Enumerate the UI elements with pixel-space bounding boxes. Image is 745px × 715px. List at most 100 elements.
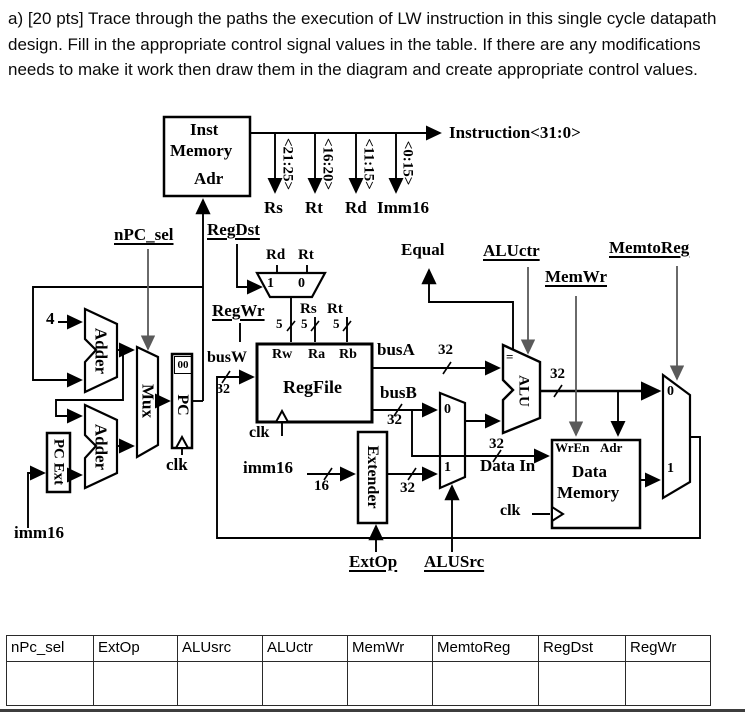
regdst-mux-shape — [255, 271, 327, 299]
extender-width-32: 32 — [400, 480, 415, 496]
regdst-mux-rd-label: Rd — [266, 247, 286, 263]
regdst-mux-rt-label: Rt — [298, 247, 314, 263]
datain-width-32: 32 — [489, 436, 504, 452]
alu-title: ALU — [515, 375, 532, 407]
value-cell-regdst — [538, 661, 626, 706]
question-text: a) [20 pts] Trace through the paths the … — [8, 9, 717, 79]
field-imm16-label: Imm16 — [377, 198, 429, 217]
col-regwr: RegWr — [625, 635, 711, 662]
datamem-clk-label: clk — [500, 502, 521, 519]
regdst-mux-in0: 0 — [298, 276, 305, 291]
regfile-rb-port: Rb — [339, 347, 357, 362]
inst-memory-box — [162, 115, 252, 198]
regfile-title: RegFile — [283, 377, 342, 397]
regdst-mux-in1: 1 — [267, 276, 274, 291]
equal-signal: Equal — [401, 240, 445, 259]
npc-mux-shape — [135, 345, 160, 459]
regfile-ra-port: Ra — [308, 347, 326, 362]
value-cell-npc-sel — [6, 661, 94, 706]
imm16-width-16: 16 — [314, 478, 329, 494]
value-cell-regwr — [625, 661, 711, 706]
col-memtoreg: MemtoReg — [432, 635, 539, 662]
value-cell-aluctr — [262, 661, 348, 706]
alu-shape — [501, 343, 542, 435]
memtoreg-signal: MemtoReg — [609, 238, 690, 257]
datamem-wren-port: WrEn — [555, 440, 590, 455]
extender-box — [356, 430, 389, 525]
memtoreg-mux-shape — [661, 372, 692, 500]
datamem-clock-triangle — [551, 505, 565, 523]
regfile-box — [255, 342, 374, 424]
memwr-signal: MemWr — [545, 267, 607, 286]
pc-ext-box — [45, 431, 72, 494]
regdst-signal: RegDst — [207, 220, 260, 239]
field-bits-16-20: <16:20> — [319, 137, 336, 191]
pc-adder-1-shape — [83, 307, 119, 394]
col-npc-sel: nPc_sel — [6, 635, 94, 662]
regfile-rs-wire-label: Rs — [300, 301, 317, 317]
npc-sel-signal: nPC_sel — [114, 225, 174, 244]
busw-label: busW — [207, 349, 248, 366]
inst-memory-label-1: Inst — [190, 120, 219, 139]
control-signal-table: nPc_sel ExtOp ALUsrc ALUctr MemWr MemtoR… — [6, 635, 711, 706]
alusrc-signal: ALUSrc — [424, 552, 485, 571]
inst-memory-adr-port: Adr — [194, 169, 224, 188]
value-cell-extop — [93, 661, 178, 706]
datamem-title-1: Data — [572, 462, 607, 481]
value-cell-alusrc — [177, 661, 263, 706]
adder2-title: Adder — [91, 423, 111, 471]
busb-width-32: 32 — [387, 412, 402, 428]
field-rs-label: Rs — [264, 198, 283, 217]
pc-ext-title: PC Ext — [50, 438, 67, 486]
regfile-rw-port: Rw — [272, 347, 293, 362]
extop-signal: ExtOp — [349, 552, 398, 571]
npc-mux-title: Mux — [138, 384, 158, 418]
page-bottom-rule — [0, 709, 745, 712]
width5-c: 5 — [333, 316, 340, 331]
busw-width-32: 32 — [216, 382, 230, 397]
busa-width-32: 32 — [438, 342, 453, 358]
datapath-diagram — [27, 115, 701, 552]
col-regdst: RegDst — [538, 635, 626, 662]
datamem-adr-port: Adr — [600, 440, 623, 455]
pc-clk-label: clk — [166, 455, 188, 474]
field-rd-label: Rd — [345, 198, 367, 217]
col-aluctr: ALUctr — [262, 635, 348, 662]
instruction-bus-label: Instruction<31:0> — [449, 123, 581, 142]
field-rt-label: Rt — [305, 198, 323, 217]
adder1-title: Adder — [91, 327, 111, 375]
width5-b: 5 — [301, 316, 308, 331]
busb-label: busB — [380, 383, 417, 402]
value-cell-memwr — [347, 661, 433, 706]
memtoreg-mux-in0: 0 — [667, 384, 674, 399]
table-header-row: nPc_sel ExtOp ALUsrc ALUctr MemWr MemtoR… — [6, 635, 711, 662]
width5-a: 5 — [276, 316, 283, 331]
extender-title: Extender — [364, 445, 381, 509]
alusrc-mux-in1: 1 — [444, 460, 451, 475]
constant-4-label: 4 — [46, 309, 55, 328]
regfile-clk-label: clk — [249, 424, 270, 441]
field-bits-11-15: <11:15> — [360, 138, 377, 190]
field-bits-21-25: <21:25> — [279, 137, 296, 191]
col-extop: ExtOp — [93, 635, 178, 662]
col-memwr: MemWr — [347, 635, 433, 662]
data-memory-box — [550, 438, 642, 530]
alu-equal-mark: = — [506, 349, 514, 364]
pc-register-title: PC — [174, 394, 191, 416]
imm16-extender-label: imm16 — [243, 458, 294, 477]
col-alusrc: ALUsrc — [177, 635, 263, 662]
aluctr-signal: ALUctr — [483, 241, 540, 260]
inst-memory-label-2: Memory — [170, 141, 233, 160]
imm16-branch-label: imm16 — [14, 523, 65, 542]
regwr-signal: RegWr — [212, 301, 265, 320]
memtoreg-mux-in1: 1 — [667, 461, 674, 476]
alusrc-mux-in0: 0 — [444, 402, 451, 417]
regfile-rt-wire-label: Rt — [327, 301, 343, 317]
table-value-row — [6, 661, 711, 706]
value-cell-memtoreg — [432, 661, 539, 706]
data-in-label: Data In — [480, 456, 536, 475]
control-signal-wires — [140, 249, 685, 437]
pc-zeros-box: 00 — [174, 356, 192, 374]
datapath-wires — [27, 125, 701, 552]
